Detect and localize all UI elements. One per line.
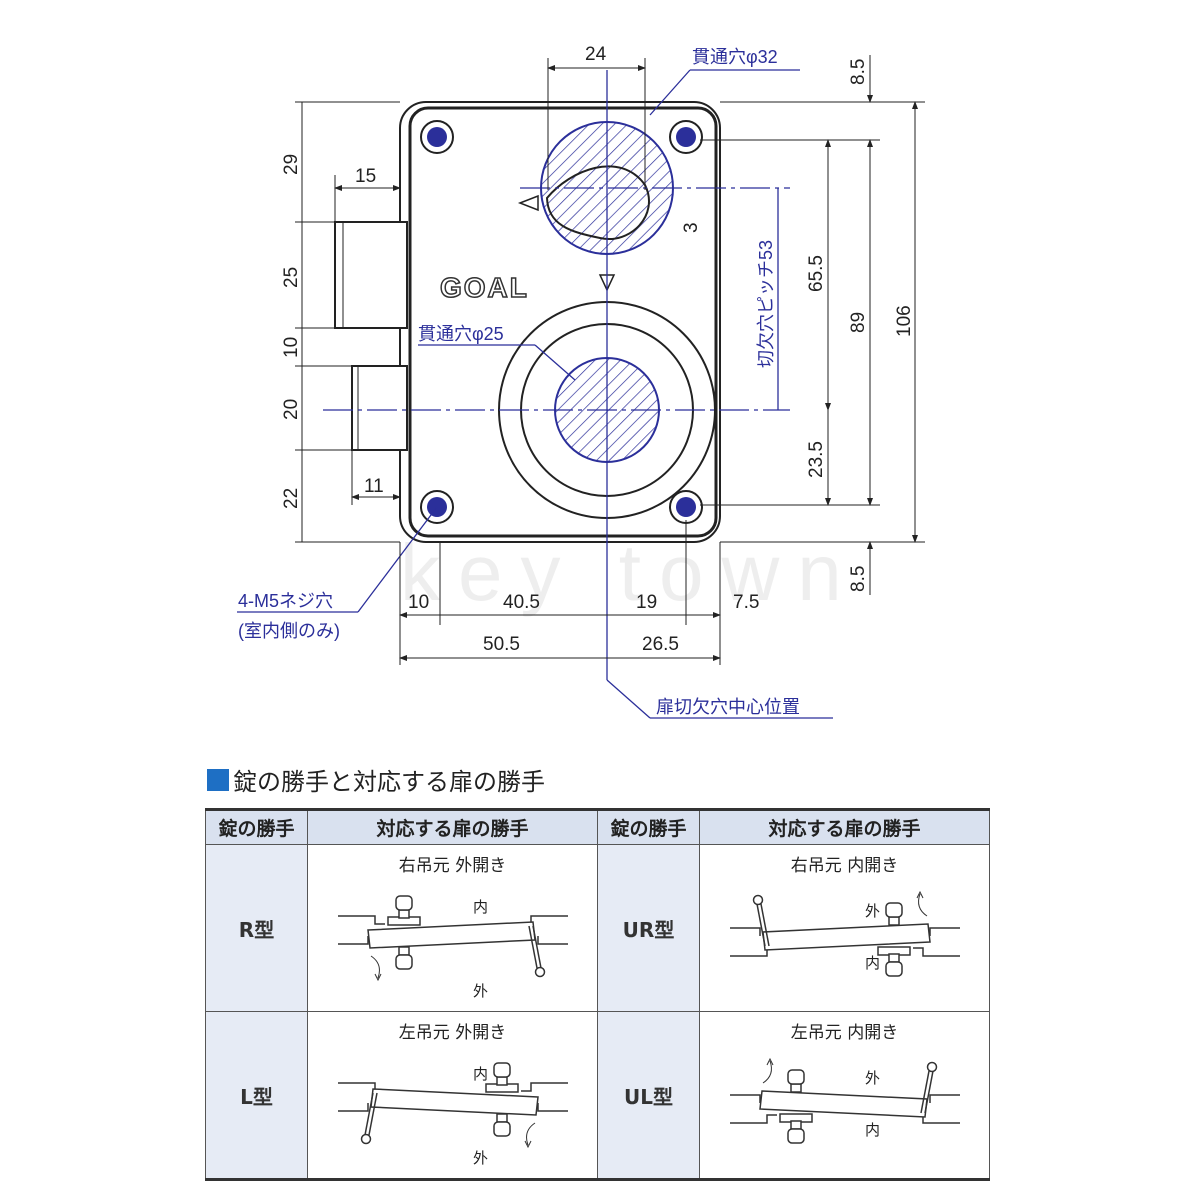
header-door-handing: 対応する扉の勝手 [699,809,990,845]
dim-20: 20 [281,399,302,420]
dim-3: 3 [681,222,702,233]
door-diagram-ul: 左吊元 内開き 内 外 [699,1011,990,1180]
dimension-lines [295,55,925,665]
door-diagram-l: 左吊元 外開き 内 外 [307,1011,598,1180]
door-swing-diagram: 内 外 [729,1057,960,1144]
screw-holes [420,120,703,524]
lock-type-l: L型 [205,1011,308,1180]
dim-106: 106 [894,305,915,337]
dim-24: 24 [585,44,607,65]
dim-8-5-top: 8.5 [848,59,869,85]
outside-label: 外 [865,903,880,920]
lock-dimension-drawing: key town GOAL [237,44,925,719]
center-lines [237,69,833,719]
dim-19: 19 [636,592,657,613]
through-hole-32 [517,121,674,292]
lock-body [334,101,721,543]
door-swing-diagram: 内 外 [337,1062,568,1167]
door-handing-label: 右吊元 外開き [398,856,507,876]
section-marker-icon [207,768,229,791]
note-screw-holes: 4-M5ネジ穴 [238,591,333,611]
section-title: 錠の勝手と対応する扉の勝手 [207,762,545,797]
handing-table: 錠の勝手 対応する扉の勝手 錠の勝手 対応する扉の勝手 R型 右吊元 外開き 内… [205,808,990,1181]
table-header-row: 錠の勝手 対応する扉の勝手 錠の勝手 対応する扉の勝手 [205,809,990,845]
dim-11: 11 [364,476,384,497]
header-lock-handing: 錠の勝手 [597,809,700,845]
dim-8-5-bottom: 8.5 [848,566,869,592]
door-diagram-r: 右吊元 外開き 内 外 [307,844,598,1012]
door-handing-label: 左吊元 外開き [398,1023,507,1043]
dim-22: 22 [281,488,302,509]
lock-type-ul: UL型 [597,1011,700,1180]
dim-10-bottom: 10 [408,592,429,613]
outside-label: 外 [865,1070,880,1087]
dim-10-left: 10 [281,337,302,358]
note-screw-holes-indoor: (室内側のみ) [238,621,340,641]
door-swing-diagram: 内 外 [337,895,568,1000]
note-door-center: 扉切欠穴中心位置 [656,697,800,717]
dim-29: 29 [281,154,302,175]
inside-label: 内 [865,955,880,972]
dim-40-5: 40.5 [503,592,540,613]
dim-26-5: 26.5 [642,634,679,655]
door-swing-diagram: 内 外 [729,890,960,977]
dim-65-5: 65.5 [806,255,827,292]
brand-logo: GOAL [440,272,529,303]
dim-50-5: 50.5 [483,634,520,655]
inside-label: 内 [865,1122,880,1139]
dim-7-5: 7.5 [733,592,759,613]
door-diagram-ur: 右吊元 内開き 内 外 [699,844,990,1012]
dim-25: 25 [281,267,302,288]
door-handing-label: 右吊元 内開き [790,856,899,876]
lock-type-r: R型 [205,844,308,1012]
inside-label: 内 [473,1066,488,1083]
section-title-text: 錠の勝手と対応する扉の勝手 [233,768,545,796]
door-handing-label: 左吊元 内開き [790,1023,899,1043]
table-row: R型 右吊元 外開き 内 外 UR型 右吊元 内開き 内 外 [205,844,990,1012]
lock-type-ur: UR型 [597,844,700,1012]
note-through-hole-32: 貫通穴φ32 [692,47,778,67]
note-pitch-53: 切欠穴ピッチ53 [756,240,776,368]
dim-89: 89 [848,312,869,333]
outside-label: 外 [473,983,488,1000]
header-lock-handing: 錠の勝手 [205,809,308,845]
header-door-handing: 対応する扉の勝手 [307,809,598,845]
note-through-hole-25: 貫通穴φ25 [418,324,504,344]
outside-label: 外 [473,1150,488,1167]
dim-15: 15 [355,166,376,187]
table-row: L型 左吊元 外開き 内 外 UL型 左吊元 内開き 内 外 [205,1011,990,1180]
dim-23-5: 23.5 [806,441,827,478]
inside-label: 内 [473,899,488,916]
